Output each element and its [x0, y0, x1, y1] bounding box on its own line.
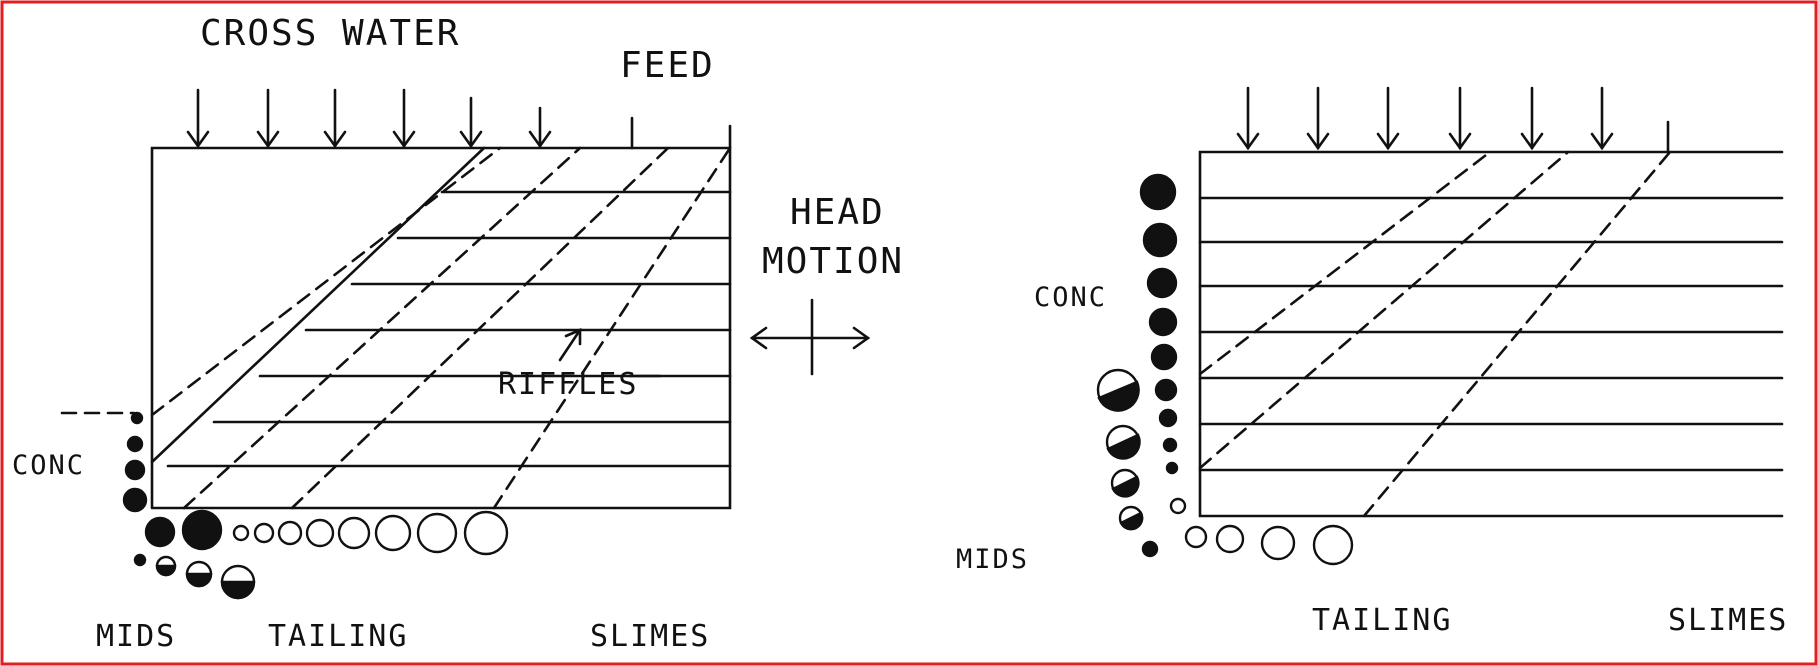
right-mids-label: MIDS — [956, 544, 1030, 575]
left-cross-water-arrows — [188, 90, 550, 146]
left-riffles — [168, 192, 730, 466]
left-tailing-label: TAILING — [268, 619, 409, 654]
right-table — [1200, 88, 1782, 516]
right-stream-lines — [1200, 152, 1670, 516]
left-slimes-label: SLIMES — [590, 619, 711, 654]
right-slimes-label: SLIMES — [1668, 603, 1789, 638]
cross-water-label: CROSS WATER — [200, 13, 461, 54]
left-deck-outline — [152, 148, 730, 508]
right-tailing-particles — [1169, 497, 1354, 566]
right-conc-particles — [1139, 173, 1179, 558]
left-stream-lines — [62, 148, 730, 508]
head-motion-symbol — [752, 300, 868, 374]
head-motion-label-line2: MOTION — [762, 241, 905, 282]
right-riffles — [1200, 198, 1782, 470]
left-riffle-boundary — [152, 148, 484, 462]
right-tailing-label: TAILING — [1312, 603, 1453, 638]
left-conc-label: CONC — [12, 450, 86, 481]
head-motion-label-line1: HEAD — [790, 192, 885, 233]
riffles-leader — [560, 330, 580, 360]
left-tailing-particles — [232, 510, 509, 556]
right-mids-particles — [1096, 368, 1144, 531]
right-deck-outline — [1200, 152, 1782, 516]
left-table — [62, 90, 730, 508]
right-cross-water-arrows — [1238, 88, 1612, 148]
left-conc-particles — [122, 411, 223, 551]
riffles-label: RIFFLES — [498, 367, 639, 402]
left-mids-label: MIDS — [96, 619, 177, 654]
right-conc-label: CONC — [1034, 282, 1108, 313]
feed-label: FEED — [620, 45, 715, 86]
left-mids-particles — [133, 553, 256, 600]
